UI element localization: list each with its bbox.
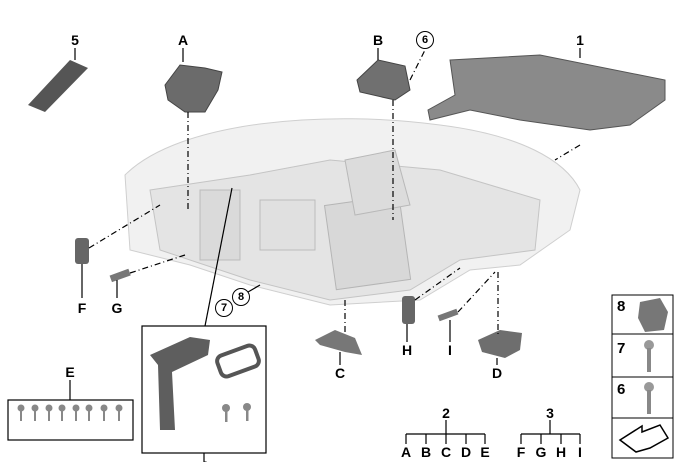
callout-e: E xyxy=(65,364,75,380)
leader-lines xyxy=(88,49,581,335)
group-3-member: F xyxy=(516,444,526,460)
part-i xyxy=(437,308,459,322)
part-b-bracket xyxy=(356,59,411,101)
label-leaders xyxy=(69,48,581,462)
headlight-housing xyxy=(124,118,581,306)
arrow-icon xyxy=(618,424,670,453)
callout-6-circle: 6 xyxy=(416,31,434,49)
part-4-screws xyxy=(222,403,251,422)
callout-i: I xyxy=(448,342,452,358)
side-panel xyxy=(611,294,674,459)
part-g xyxy=(109,268,131,283)
callout-5: 5 xyxy=(71,32,79,48)
part-1-bracket xyxy=(427,54,666,131)
group-3-member: G xyxy=(535,444,547,460)
group-2-member: A xyxy=(400,444,412,460)
group-2-member: C xyxy=(440,444,452,460)
group-2-title: 2 xyxy=(442,405,450,421)
callout-a: A xyxy=(177,32,189,48)
group-3-member: I xyxy=(578,444,582,460)
part-a-bracket xyxy=(164,64,223,113)
part-c xyxy=(315,330,362,355)
callout-c: C xyxy=(334,365,346,381)
group-2-member: E xyxy=(480,444,490,460)
side-panel-8: 8 xyxy=(617,298,626,315)
part-4-gasket xyxy=(215,343,261,379)
callout-b: B xyxy=(372,32,384,48)
part-e-box xyxy=(7,399,134,441)
callout-8-circle: 8 xyxy=(232,288,250,306)
part-h xyxy=(402,296,415,324)
part-d xyxy=(478,330,522,358)
callout-d: D xyxy=(491,365,503,381)
callout-7-circle: 7 xyxy=(215,299,233,317)
part-4-cover xyxy=(150,337,210,430)
group-3-title: 3 xyxy=(546,405,554,421)
callout-1: 1 xyxy=(576,32,584,48)
group-3-member: H xyxy=(555,444,567,460)
side-panel-7: 7 xyxy=(617,340,626,357)
callout-4: 4 xyxy=(200,459,208,462)
group-2-member: B xyxy=(420,444,432,460)
group-trees xyxy=(405,420,581,444)
part-e-screws xyxy=(17,404,123,421)
side-panel-6: 6 xyxy=(617,381,626,398)
part-5-strip xyxy=(28,60,88,112)
part-f xyxy=(75,238,89,264)
group-2-member: D xyxy=(460,444,472,460)
callout-h: H xyxy=(401,342,413,358)
callout-g: G xyxy=(111,300,123,316)
callout-f: F xyxy=(77,300,87,316)
